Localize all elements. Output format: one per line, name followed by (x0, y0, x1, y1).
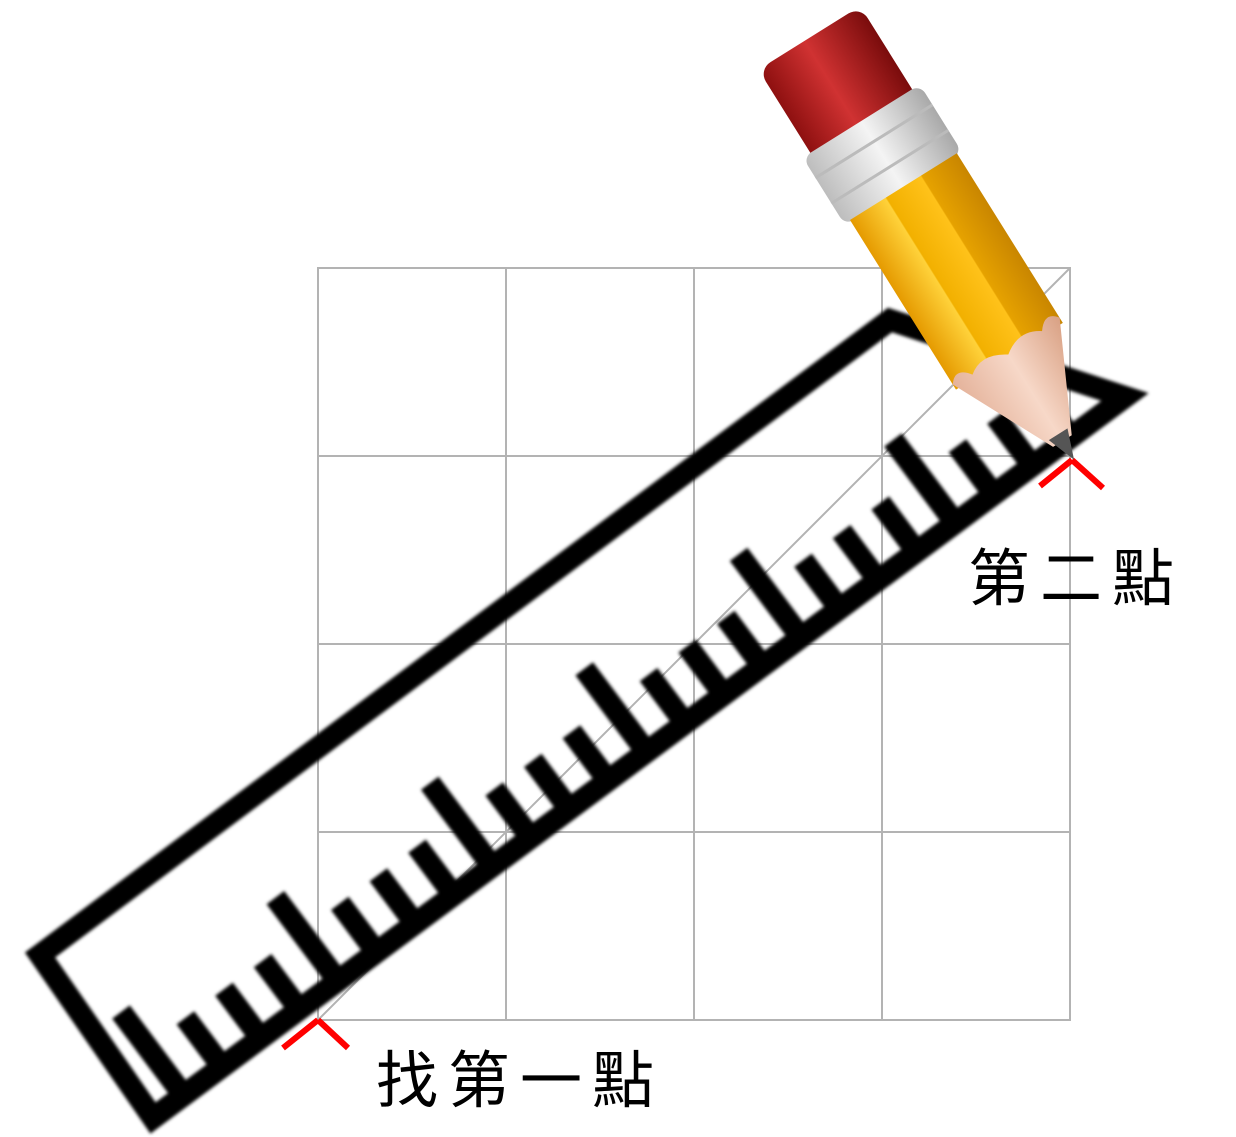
ruler-tick (266, 890, 342, 981)
ruler-tick (987, 410, 1036, 466)
second-point-label: 第二點 (968, 542, 1185, 615)
ruler-icon (24, 307, 1149, 1134)
ruler-tick (575, 662, 651, 752)
ruler-tick (408, 839, 458, 895)
first-point-mark (281, 1017, 351, 1051)
pencil-icon (763, 11, 1075, 460)
pencil-body (849, 153, 1063, 390)
ruler-tick (253, 953, 303, 1009)
ruler-tick (794, 553, 844, 609)
ruler-outline (24, 307, 1149, 1134)
ruler-tick (639, 667, 689, 723)
ruler-tick (112, 1005, 187, 1095)
first-point-label: 找第一點 (376, 1044, 665, 1117)
ruler-tick (485, 782, 535, 838)
ruler-tick (716, 610, 766, 666)
ruler-ticks (112, 381, 1075, 1095)
ruler-tick (832, 524, 882, 580)
ruler-tick (330, 896, 380, 952)
pencil-wood-tip (952, 316, 1072, 447)
ruler-tick (884, 433, 959, 523)
second-point-mark (1038, 457, 1106, 491)
ruler-tick (215, 982, 265, 1038)
ruler-tick (678, 639, 728, 695)
pencil-ferrule (806, 88, 959, 222)
ruler-tick (871, 496, 921, 552)
ruler-tick (562, 725, 612, 781)
ruler-tick (369, 868, 419, 924)
ruler-tick (176, 1011, 226, 1067)
ruler-tick (420, 776, 496, 866)
pencil-lead (1048, 428, 1075, 460)
ruler-tick (523, 753, 573, 809)
ruler-tick (729, 547, 805, 638)
ruler-tick (948, 439, 998, 494)
